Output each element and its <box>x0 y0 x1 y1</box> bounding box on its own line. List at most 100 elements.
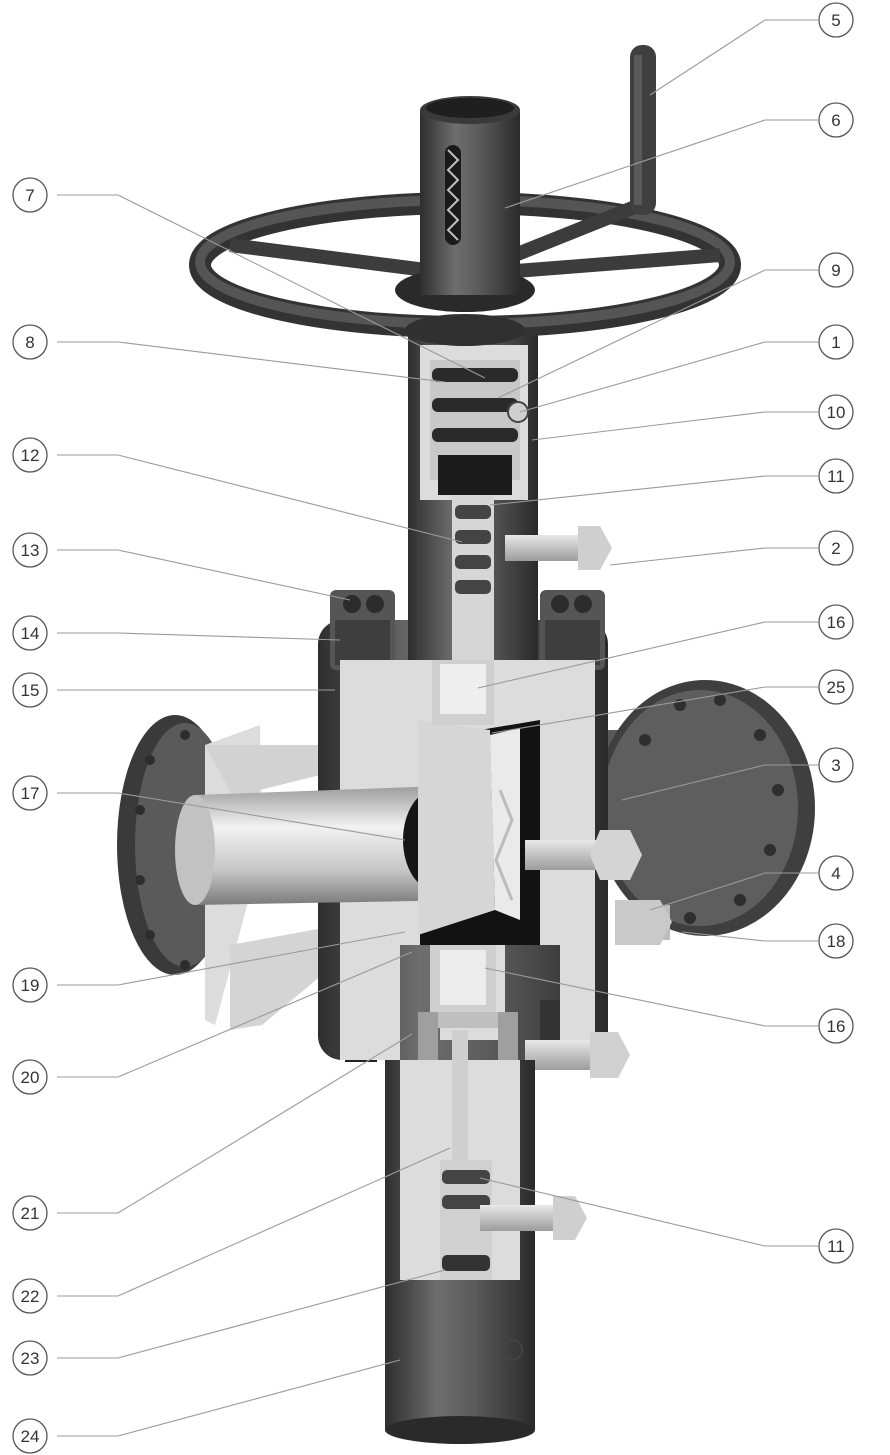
valve-artwork <box>117 45 815 1444</box>
leader-21 <box>57 1033 413 1214</box>
callout-16: 16 <box>818 1008 854 1044</box>
stem-cover <box>420 96 520 295</box>
leader-2 <box>609 547 818 566</box>
callout-circle <box>818 747 854 783</box>
callout-number: 4 <box>831 864 840 883</box>
leader-20 <box>57 951 413 1078</box>
callout-number: 2 <box>831 539 840 558</box>
callout-4: 4 <box>818 855 854 891</box>
callout-25: 25 <box>818 669 854 705</box>
callout-18: 18 <box>818 923 854 959</box>
callout-circle <box>12 1340 48 1376</box>
leader-22 <box>57 1147 451 1297</box>
callout-number: 11 <box>827 1237 845 1256</box>
callout-number: 12 <box>21 446 40 465</box>
callout-10: 10 <box>818 394 854 430</box>
leader-lines <box>57 19 818 1437</box>
callout-number: 5 <box>831 11 840 30</box>
callout-20: 20 <box>12 1059 48 1095</box>
callout-6: 6 <box>818 102 854 138</box>
callout-number: 21 <box>21 1204 40 1223</box>
callout-number: 13 <box>21 541 40 560</box>
callout-circle <box>12 672 48 708</box>
callout-11: 11 <box>818 458 854 494</box>
callout-circle <box>818 252 854 288</box>
callout-circle <box>818 923 854 959</box>
callout-2: 2 <box>818 530 854 566</box>
callout-number: 23 <box>21 1349 40 1368</box>
callout-circle <box>12 324 48 360</box>
callout-circle <box>818 394 854 430</box>
callout-8: 8 <box>12 324 48 360</box>
leader-8 <box>57 341 446 383</box>
callout-number: 24 <box>21 1427 40 1446</box>
callout-number: 20 <box>21 1068 40 1087</box>
callout-5: 5 <box>818 2 854 38</box>
callout-13: 13 <box>12 532 48 568</box>
leader-6 <box>504 119 818 209</box>
callout-circle <box>818 458 854 494</box>
callout-15: 15 <box>12 672 48 708</box>
callout-circle <box>818 2 854 38</box>
body-cutaway <box>175 640 595 1082</box>
leader-19 <box>57 931 406 986</box>
callout-19: 19 <box>12 967 48 1003</box>
leader-24 <box>57 1359 401 1437</box>
callout-22: 22 <box>12 1278 48 1314</box>
upper-bonnet <box>408 330 612 660</box>
callout-16: 16 <box>818 604 854 640</box>
leader-7 <box>57 194 486 379</box>
callout-number: 17 <box>21 784 40 803</box>
callout-7: 7 <box>12 177 48 213</box>
leader-11a <box>489 475 818 506</box>
callout-number: 22 <box>21 1287 40 1306</box>
callout-circle <box>12 1195 48 1231</box>
callout-24: 24 <box>12 1418 48 1454</box>
leader-5 <box>649 19 818 96</box>
callout-17: 17 <box>12 775 48 811</box>
callout-circle <box>12 532 48 568</box>
callout-number: 16 <box>827 613 846 632</box>
callout-number: 6 <box>831 111 840 130</box>
callout-circle <box>818 1228 854 1264</box>
callout-1: 1 <box>818 324 854 360</box>
leader-1 <box>519 341 818 413</box>
leader-16a <box>477 621 818 689</box>
callout-circle <box>818 324 854 360</box>
callout-number: 25 <box>827 678 846 697</box>
callout-number: 15 <box>21 681 40 700</box>
callout-circle <box>818 1008 854 1044</box>
callout-circle <box>818 604 854 640</box>
callout-number: 14 <box>21 624 40 643</box>
callout-number: 3 <box>831 756 840 775</box>
callout-number: 16 <box>827 1017 846 1036</box>
leader-9 <box>497 269 818 399</box>
callout-21: 21 <box>12 1195 48 1231</box>
callout-circle <box>818 102 854 138</box>
callout-number: 11 <box>827 467 845 486</box>
leader-13 <box>57 549 351 601</box>
callout-circle <box>818 855 854 891</box>
callout-circle <box>12 1059 48 1095</box>
right-flange <box>560 680 815 936</box>
leader-25 <box>491 686 818 734</box>
callout-circle <box>12 615 48 651</box>
callout-3: 3 <box>818 747 854 783</box>
leader-23 <box>57 1269 446 1359</box>
callout-number: 7 <box>25 186 34 205</box>
callout-circle <box>12 775 48 811</box>
callout-14: 14 <box>12 615 48 651</box>
callout-number: 8 <box>25 333 34 352</box>
callout-circle <box>12 437 48 473</box>
callout-number: 18 <box>827 932 846 951</box>
lower-bonnet <box>385 1030 587 1444</box>
callout-number: 1 <box>831 333 840 352</box>
callout-circle <box>12 1278 48 1314</box>
callout-labels: 1234567891011111213141516161718192021222… <box>12 2 854 1454</box>
callout-circle <box>12 967 48 1003</box>
callout-circle <box>818 530 854 566</box>
leader-10 <box>531 411 818 441</box>
callout-number: 19 <box>21 976 40 995</box>
callout-circle <box>12 1418 48 1454</box>
